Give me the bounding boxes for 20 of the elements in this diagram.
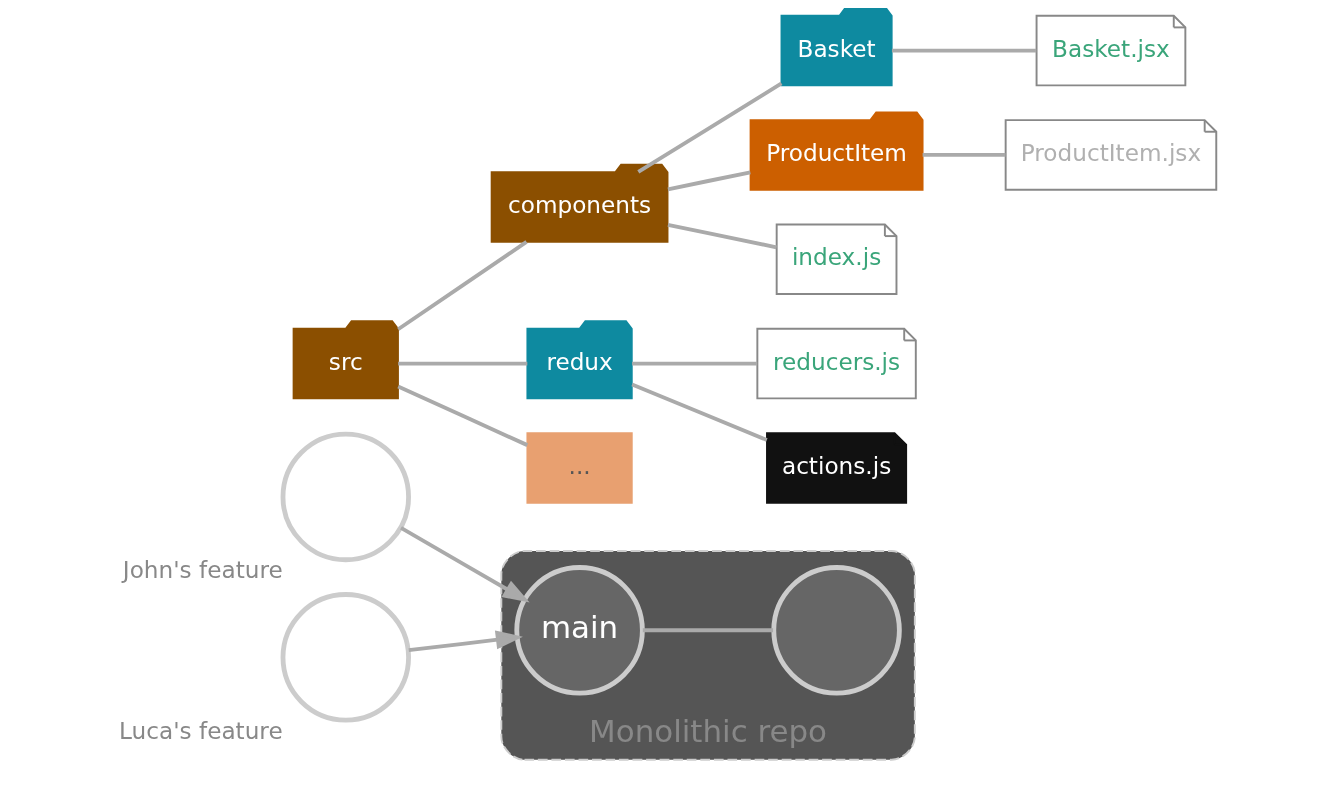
- connector: [642, 628, 774, 633]
- connector: [631, 382, 768, 442]
- connector: [397, 384, 529, 447]
- connector: [632, 361, 758, 366]
- node-circle: [280, 431, 411, 563]
- arrow: [408, 630, 523, 653]
- node-box: ...: [526, 432, 633, 504]
- node-label: John's feature: [122, 556, 283, 584]
- connector: [667, 170, 751, 192]
- connector: [667, 223, 777, 250]
- node-label: Luca's feature: [119, 716, 283, 744]
- connector: [398, 361, 528, 366]
- arrow: [400, 526, 530, 603]
- connector: [637, 81, 783, 174]
- node-circle: [280, 592, 411, 723]
- connector: [922, 153, 1006, 157]
- connector: [397, 240, 528, 331]
- node-circle: main: [514, 565, 645, 696]
- connector: [891, 48, 1037, 53]
- node-circle: [771, 565, 902, 696]
